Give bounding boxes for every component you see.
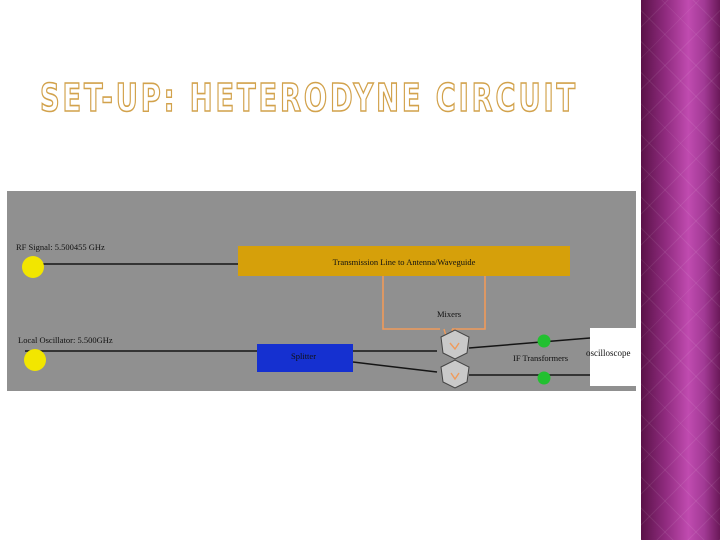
mixer-lower bbox=[440, 359, 470, 389]
mixer-arrow-upper bbox=[449, 342, 460, 351]
mixer-upper bbox=[440, 329, 470, 360]
rf-source-dot bbox=[22, 256, 44, 278]
if-wire-upper bbox=[468, 337, 591, 349]
feed-line-right bbox=[452, 276, 486, 330]
transmission-line-label: Transmission Line to Antenna/Waveguide bbox=[333, 257, 476, 267]
slide-title: SET-UP: HETERODYNE CIRCUIT bbox=[39, 74, 600, 121]
oscilloscope-box bbox=[590, 328, 636, 386]
splitter-label: Splitter bbox=[291, 351, 316, 361]
mixers-label: Mixers bbox=[437, 309, 461, 319]
if-transformers-label: IF Transformers bbox=[513, 353, 568, 363]
rf-signal-label: RF Signal: 5.500455 GHz bbox=[16, 242, 105, 252]
decorative-side-band bbox=[641, 0, 720, 540]
oscilloscope-label: oscilloscope bbox=[586, 348, 631, 358]
slide-title-text: SET-UP: HETERODYNE CIRCUIT bbox=[40, 76, 578, 120]
splitter-out-lower bbox=[352, 361, 438, 373]
lo-label: Local Oscillator: 5.500GHz bbox=[18, 335, 113, 345]
if-transformer-dot-lower bbox=[537, 371, 551, 385]
mixer-arrow-lower bbox=[450, 372, 460, 381]
if-transformer-dot-upper bbox=[537, 334, 551, 348]
splitter-box bbox=[257, 344, 353, 372]
transmission-line-bar bbox=[238, 246, 570, 276]
circuit-diagram: Transmission Line to Antenna/Waveguide R… bbox=[7, 191, 636, 391]
feed-line-left bbox=[382, 276, 440, 330]
lo-source-dot bbox=[24, 349, 46, 371]
